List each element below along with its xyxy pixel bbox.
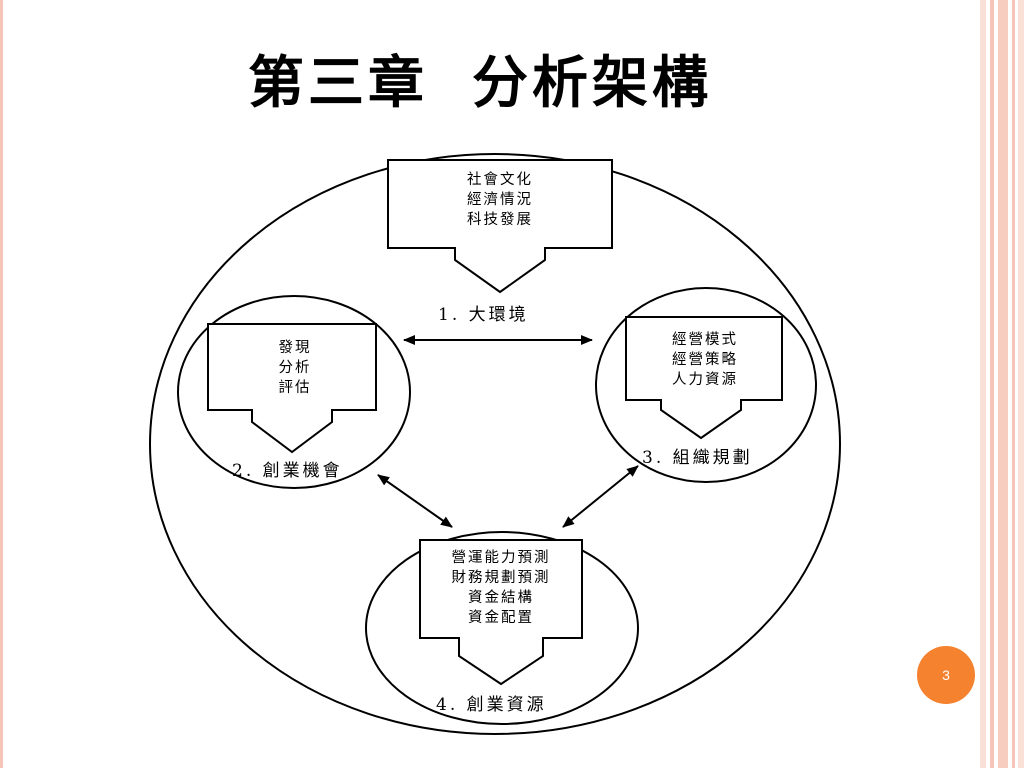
resources-line: 營運能力預測 [451,550,551,566]
environment-line: 社會文化 [467,172,533,188]
opportunity-line: 發現 [278,340,312,356]
title-heading: 分析架構 [472,50,712,116]
outer-circle [149,153,841,735]
organization-box-arrow [625,316,783,440]
opportunity-line: 分析 [278,360,312,376]
left-border-decoration [0,0,3,768]
right-border-decoration [980,0,1024,768]
page-number-badge: 3 [917,646,975,704]
environment-box-text: 社會文化 經濟情況 科技發展 [410,170,590,230]
environment-label: 1. 大環境 [438,305,529,325]
page-number: 3 [942,667,950,683]
opportunity-label: 2. 創業機會 [232,461,343,481]
arrow-opportunity-resources [377,474,453,528]
organization-line: 經營策略 [672,352,738,368]
organization-label: 3. 組織規劃 [642,448,753,468]
organization-line: 經營模式 [672,332,738,348]
resources-box-arrow [419,539,583,686]
opportunity-box-text: 發現 分析 評估 [230,338,360,398]
slide-title: 第三章分析架構 [0,38,960,119]
title-chapter: 第三章 [248,50,428,116]
organization-box-text: 經營模式 經營策略 人力資源 [632,330,778,390]
opportunity-box-arrow [207,323,377,454]
resources-line: 資金配置 [468,610,534,626]
environment-line: 科技發展 [467,212,533,228]
environment-line: 經濟情況 [467,192,533,208]
environment-box-arrow [387,159,613,294]
arrow-organization-resources [562,465,639,528]
resources-line: 資金結構 [468,590,534,606]
resources-label: 4. 創業資源 [436,695,547,715]
resources-box-text: 營運能力預測 財務規劃預測 資金結構 資金配置 [424,548,578,628]
resources-line: 財務規劃預測 [451,570,551,586]
organization-line: 人力資源 [672,372,738,388]
opportunity-line: 評估 [278,380,312,396]
